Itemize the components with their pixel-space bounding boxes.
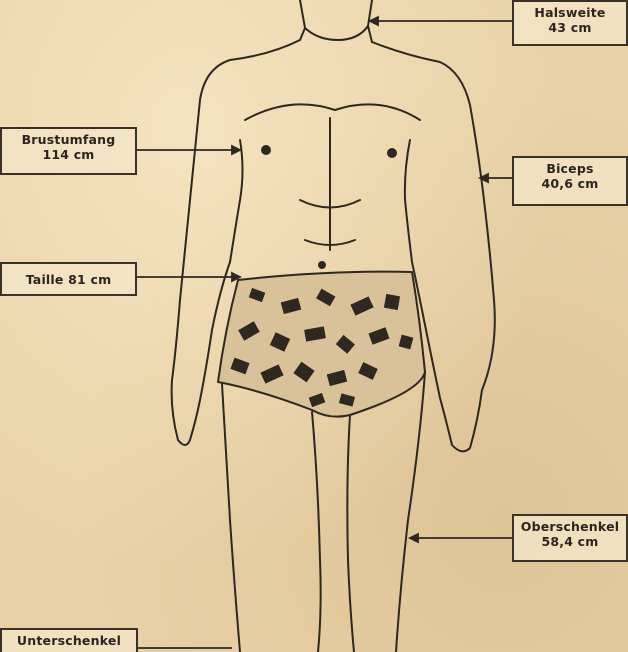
biceps-name: Biceps <box>518 161 622 176</box>
chest-lines <box>245 104 420 120</box>
halsweite-label: Halsweite 43 cm <box>512 0 628 46</box>
unterschenkel-name: Unterschenkel <box>6 633 132 648</box>
brustumfang-label: Brustumfang 114 cm <box>0 127 137 175</box>
taille-text: Taille 81 cm <box>6 272 131 287</box>
neck-outline <box>300 0 372 40</box>
halsweite-value: 43 cm <box>518 20 622 35</box>
oberschenkel-name: Oberschenkel <box>518 519 622 534</box>
oberschenkel-value: 58,4 cm <box>518 534 622 549</box>
halsweite-name: Halsweite <box>518 5 622 20</box>
oberschenkel-label: Oberschenkel 58,4 cm <box>512 514 628 562</box>
unterschenkel-label: Unterschenkel <box>0 628 138 652</box>
biceps-value: 40,6 cm <box>518 176 622 191</box>
taille-label: Taille 81 cm <box>0 262 137 296</box>
brustumfang-value: 114 cm <box>6 147 131 162</box>
brustumfang-name: Brustumfang <box>6 132 131 147</box>
biceps-label: Biceps 40,6 cm <box>512 156 628 206</box>
